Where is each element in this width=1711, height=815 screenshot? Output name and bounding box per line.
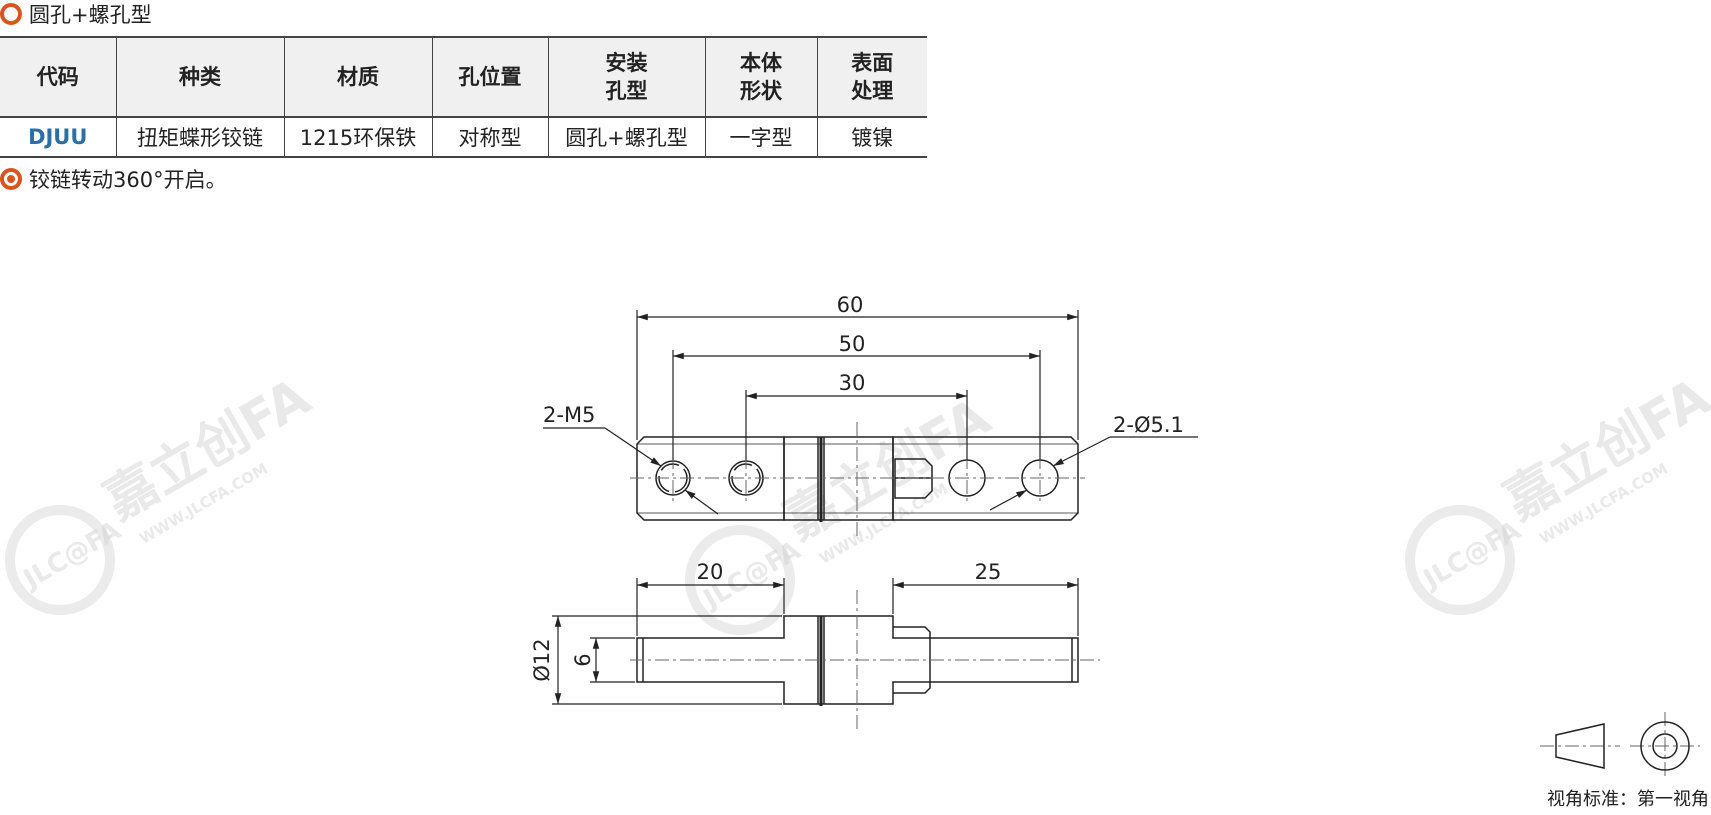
- header-hole-position: 孔位置: [431, 36, 548, 118]
- first-angle-projection-icon: [1540, 712, 1700, 780]
- ring-bullet-icon: [0, 3, 22, 25]
- watermark-left: JLC@FA 嘉立创FA WWW.JLCFA.COM: [4, 367, 320, 615]
- hex-nut: [894, 458, 933, 499]
- dim-left-len: 20: [697, 560, 724, 584]
- cell-material: 1215环保铁: [283, 117, 432, 158]
- table-header-row: 代码 种类 材质 孔位置 安装孔型 本体形状 表面处理: [0, 36, 927, 118]
- section-title-text: 圆孔+螺孔型: [29, 3, 152, 27]
- cell-surface: 镀镍: [816, 117, 927, 158]
- top-view: 60 50 30 2-M5 2-Ø5.1: [543, 293, 1198, 540]
- header-surface: 表面处理: [816, 36, 927, 118]
- cell-body-shape: 一字型: [704, 117, 817, 158]
- cell-hole-position: 对称型: [431, 117, 548, 158]
- feature-note-text: 铰链转动360°开启。: [29, 168, 227, 192]
- header-type: 种类: [115, 36, 284, 118]
- header-mount-hole: 安装孔型: [547, 36, 705, 118]
- projection-label: 视角标准：第一视角: [1547, 789, 1709, 810]
- dot-bullet-icon: [0, 168, 22, 190]
- watermark-right: JLC@FA 嘉立创FA WWW.JLCFA.COM: [1405, 367, 1711, 615]
- table-row: DJUU 扭矩蝶形铰链 1215环保铁 对称型 圆孔+螺孔型 一字型 镀镍: [0, 117, 927, 158]
- dim-inner-span: 30: [839, 371, 866, 395]
- dim-overall: 60: [837, 293, 864, 317]
- header-body-shape: 本体形状: [704, 36, 817, 118]
- header-code: 代码: [0, 36, 116, 118]
- cell-type: 扭矩蝶形铰链: [115, 117, 284, 158]
- callout-thread: 2-M5: [543, 403, 595, 427]
- feature-note: 铰链转动360°开启。: [0, 165, 227, 193]
- watermark-center: JLC@FA 嘉立创FA WWW.JLCFA.COM: [685, 387, 1000, 635]
- dim-hole-span: 50: [839, 332, 866, 356]
- side-profile: [636, 615, 1079, 705]
- header-material: 材质: [283, 36, 432, 118]
- cell-code[interactable]: DJUU: [0, 117, 116, 158]
- dim-diameter: Ø12: [530, 638, 554, 681]
- callout-hole: 2-Ø5.1: [1113, 413, 1184, 437]
- cell-mount-hole: 圆孔+螺孔型: [547, 117, 705, 158]
- section-title: 圆孔+螺孔型: [0, 0, 152, 28]
- dim-thickness: 6: [571, 653, 595, 666]
- spec-table: 代码 种类 材质 孔位置 安装孔型 本体形状 表面处理 DJUU 扭矩蝶形铰链 …: [0, 36, 927, 158]
- side-view: 20 25 Ø12 6: [530, 560, 1100, 730]
- dim-right-len: 25: [975, 560, 1002, 584]
